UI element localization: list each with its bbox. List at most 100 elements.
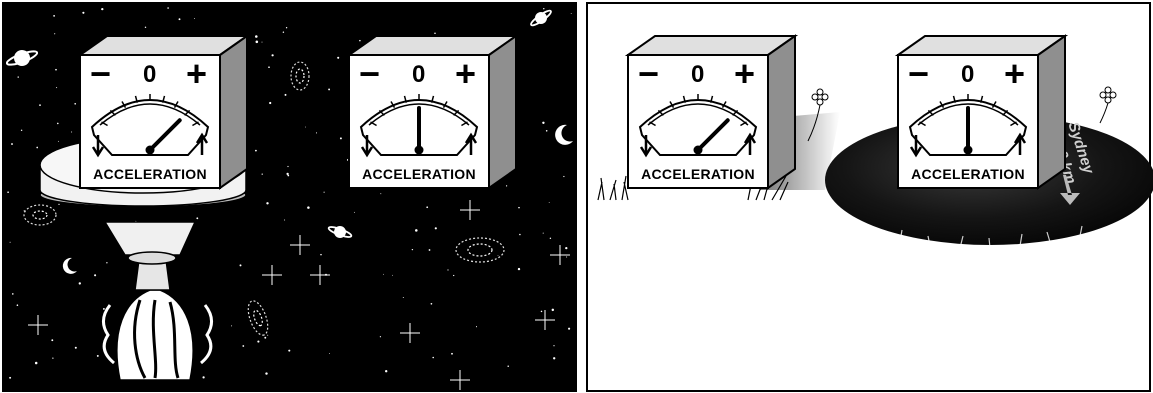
minus-label: − <box>638 53 659 94</box>
star <box>56 87 57 88</box>
star <box>21 130 22 131</box>
star <box>262 173 263 174</box>
acceleration-gauge-box: −0+ACCELERATION <box>898 36 1065 188</box>
needle-pivot <box>146 146 155 155</box>
star <box>196 217 198 219</box>
star <box>58 204 59 205</box>
star <box>392 275 393 276</box>
star <box>305 127 306 128</box>
star <box>552 309 554 311</box>
star <box>264 337 266 339</box>
star <box>94 274 96 276</box>
box-side-face <box>768 36 795 188</box>
star <box>257 341 259 343</box>
acceleration-label: ACCELERATION <box>911 166 1025 182</box>
needle-pivot <box>415 146 424 155</box>
acceleration-gauge-box: −0+ACCELERATION <box>628 36 795 188</box>
star <box>287 175 289 177</box>
star <box>571 13 572 14</box>
star <box>385 370 387 372</box>
star <box>74 103 76 105</box>
star <box>57 123 59 125</box>
star <box>103 308 105 310</box>
zero-label: 0 <box>691 61 704 88</box>
box-side-face <box>489 36 516 188</box>
star <box>167 7 169 9</box>
star <box>242 345 244 347</box>
star <box>307 206 310 209</box>
star <box>434 32 436 34</box>
star <box>18 76 19 77</box>
star <box>9 377 11 379</box>
star <box>426 206 428 208</box>
star <box>11 143 13 145</box>
star <box>546 130 548 132</box>
star <box>269 102 271 104</box>
star <box>316 132 317 133</box>
star <box>380 336 381 337</box>
zero-label: 0 <box>143 61 156 88</box>
needle-pivot <box>964 146 973 155</box>
star <box>429 249 431 251</box>
minus-label: − <box>908 53 929 94</box>
star <box>51 339 53 341</box>
star <box>287 166 288 167</box>
star <box>566 256 567 257</box>
zero-label: 0 <box>961 61 974 88</box>
needle-pivot <box>694 146 703 155</box>
star <box>354 212 355 213</box>
star <box>268 66 270 68</box>
star <box>17 304 19 306</box>
star <box>565 247 567 249</box>
star <box>340 137 342 139</box>
star <box>53 15 55 17</box>
star <box>265 372 267 374</box>
star <box>563 176 564 177</box>
star <box>412 249 413 250</box>
plus-label: + <box>186 53 207 94</box>
acceleration-gauge-box: −0+ACCELERATION <box>80 36 247 188</box>
star <box>288 350 290 352</box>
star <box>447 269 448 270</box>
star <box>286 27 287 28</box>
star <box>255 150 257 152</box>
star <box>55 69 57 71</box>
star <box>476 326 477 327</box>
star <box>543 233 544 234</box>
star <box>255 35 258 38</box>
star <box>553 345 554 346</box>
star <box>518 207 520 209</box>
star <box>36 147 38 149</box>
minus-label: − <box>359 53 380 94</box>
star <box>266 202 268 204</box>
star <box>35 362 38 365</box>
acceleration-label: ACCELERATION <box>93 166 207 182</box>
star <box>52 357 53 358</box>
star <box>337 57 339 59</box>
star <box>453 275 454 276</box>
acceleration-label: ACCELERATION <box>362 166 476 182</box>
star <box>179 18 181 20</box>
star <box>101 8 103 10</box>
star <box>262 42 263 43</box>
star <box>320 254 322 256</box>
star <box>506 185 507 186</box>
star <box>202 376 204 378</box>
star <box>10 242 11 243</box>
star <box>145 27 146 28</box>
star <box>283 31 284 32</box>
star <box>550 238 551 239</box>
star <box>359 40 361 42</box>
star <box>568 328 570 330</box>
acceleration-label: ACCELERATION <box>641 166 755 182</box>
box-side-face <box>1038 36 1065 188</box>
box-side-face <box>220 36 247 188</box>
star <box>415 229 418 232</box>
star <box>403 297 404 298</box>
star <box>240 264 242 266</box>
star <box>543 8 544 9</box>
star <box>541 311 543 313</box>
star <box>82 12 84 14</box>
star <box>431 303 433 305</box>
